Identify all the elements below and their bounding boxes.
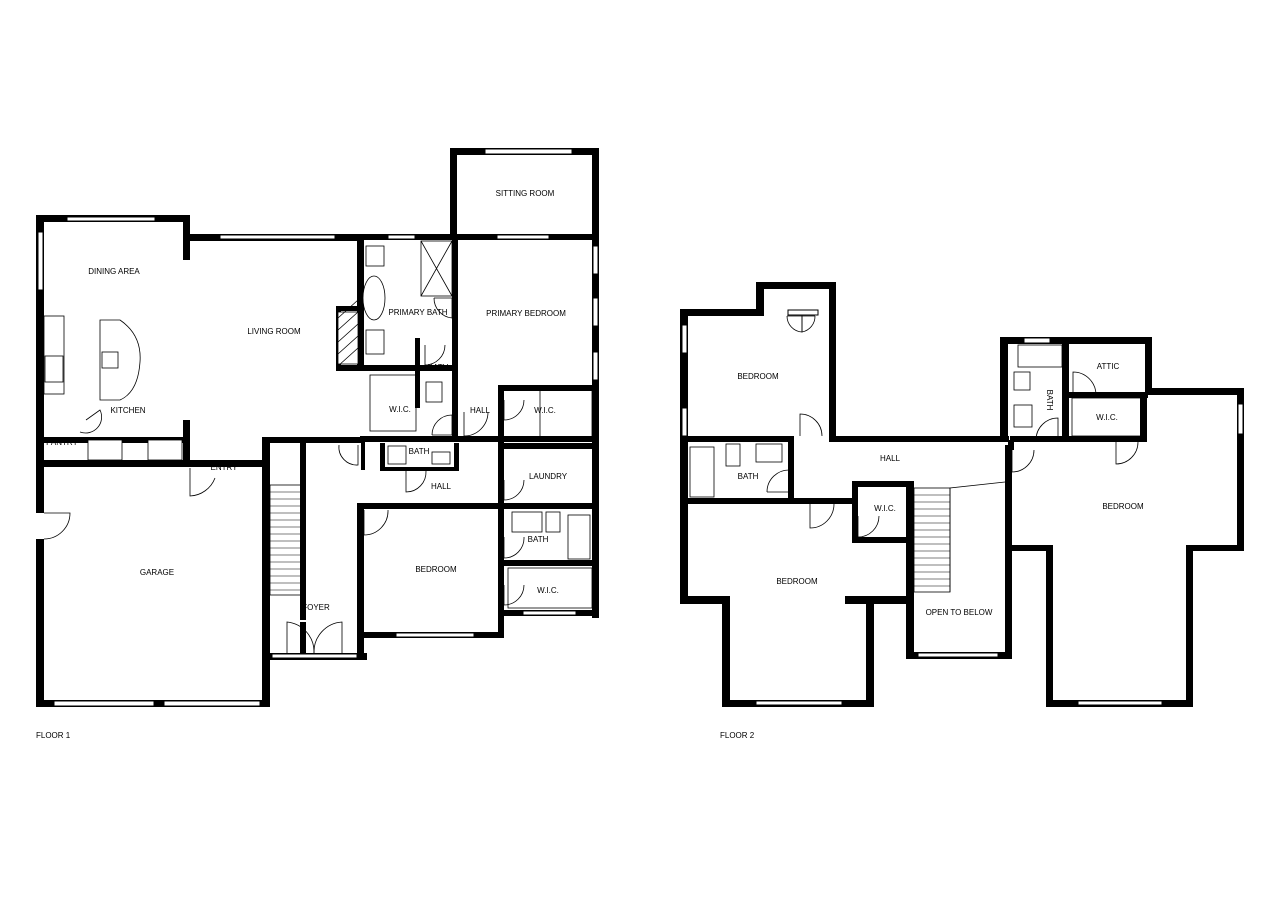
room-label-hall: HALL bbox=[880, 454, 901, 463]
floor-2-windows bbox=[681, 309, 1244, 706]
floor-1-walls bbox=[36, 148, 599, 707]
floor-1-label: FLOOR 1 bbox=[36, 731, 71, 740]
floor-2-walls bbox=[680, 282, 1244, 707]
room-label-entry: ENTRY bbox=[211, 463, 239, 472]
room-label-bedroom-nw: BEDROOM bbox=[737, 372, 779, 381]
room-label-pantry: PANTRY bbox=[46, 438, 78, 447]
room-label-primary-bath: PRIMARY BATH bbox=[388, 308, 447, 317]
room-label-bedroom-sw: BEDROOM bbox=[776, 577, 818, 586]
room-label-garage: GARAGE bbox=[140, 568, 174, 577]
floor-2-label: FLOOR 2 bbox=[720, 731, 755, 740]
room-label-attic: ATTIC bbox=[1097, 362, 1120, 371]
floor-2-stairs bbox=[913, 481, 1006, 593]
floor-1-doors bbox=[36, 297, 525, 654]
room-label-wic-bedroom: W.I.C. bbox=[537, 586, 559, 595]
room-label-sitting-room: SITTING ROOM bbox=[496, 189, 555, 198]
room-label-open-to-below: OPEN TO BELOW bbox=[926, 608, 993, 617]
room-label-laundry: LAUNDRY bbox=[529, 472, 568, 481]
floor-1-stairs bbox=[269, 484, 305, 596]
floor-2-plan: BEDROOM HALL BATH W.I.C. BEDROOM OPEN TO… bbox=[680, 282, 1244, 740]
floor-1-plan: DINING AREA LIVING ROOM KITCHEN PANTRY E… bbox=[36, 148, 599, 740]
room-label-bedroom: BEDROOM bbox=[415, 565, 457, 574]
room-label-living-room: LIVING ROOM bbox=[247, 327, 301, 336]
room-label-primary-bedroom: PRIMARY BEDROOM bbox=[486, 309, 566, 318]
room-label-bath-west: BATH bbox=[738, 472, 759, 481]
room-label-wic-center: W.I.C. bbox=[874, 504, 896, 513]
room-label-bath-east: BATH bbox=[1045, 390, 1054, 411]
room-label-foyer: FOYER bbox=[302, 603, 330, 612]
room-label-hall-center: HALL bbox=[431, 482, 452, 491]
floor-2-fixtures bbox=[689, 344, 1143, 498]
room-label-bedroom-east: BEDROOM bbox=[1102, 502, 1144, 511]
room-label-kitchen: KITCHEN bbox=[110, 406, 145, 415]
room-label-wic-east: W.I.C. bbox=[1096, 413, 1118, 422]
floor-1-windows bbox=[37, 148, 599, 707]
room-label-bath-small: BATH bbox=[409, 447, 430, 456]
floor-2-doors bbox=[766, 315, 1139, 538]
room-label-dining-area: DINING AREA bbox=[88, 267, 140, 276]
room-label-bath-toilet: BATH bbox=[428, 363, 449, 372]
room-label-bath-bedroom: BATH bbox=[528, 535, 549, 544]
room-label-wic-primary: W.I.C. bbox=[389, 405, 411, 414]
room-label-hall-primary: HALL bbox=[470, 406, 491, 415]
room-label-wic-closet: W.I.C. bbox=[534, 406, 556, 415]
floor-1-fixtures bbox=[43, 240, 593, 609]
